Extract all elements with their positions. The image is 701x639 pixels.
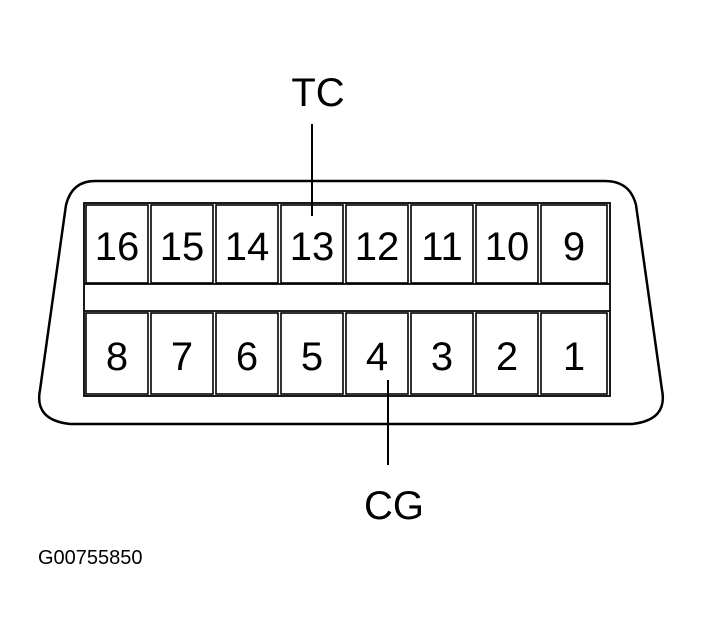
pin-box-5	[280, 312, 344, 395]
pin-label-5: 5	[301, 335, 323, 379]
pin-box-14	[215, 204, 279, 284]
pin-box-11	[410, 204, 474, 284]
pin-box-13	[280, 204, 344, 284]
pin-box-6	[215, 312, 279, 395]
pin-label-15: 15	[160, 225, 205, 269]
pin-box-15	[150, 204, 214, 284]
pin-label-4: 4	[366, 335, 388, 379]
bottom-row-pins: 8 7 6 5 4 3 2 1	[85, 312, 608, 395]
pin-box-12	[345, 204, 409, 284]
pin-box-2	[475, 312, 539, 395]
pin-box-1	[540, 312, 608, 395]
pin-label-6: 6	[236, 335, 258, 379]
pin-box-9	[540, 204, 608, 284]
pin-label-1: 1	[563, 335, 585, 379]
pin-label-3: 3	[431, 335, 453, 379]
pin-box-3	[410, 312, 474, 395]
pin-label-2: 2	[496, 335, 518, 379]
pin-box-8	[85, 312, 149, 395]
pin-label-8: 8	[106, 335, 128, 379]
pin-label-12: 12	[355, 225, 400, 269]
pin-box-4	[345, 312, 409, 395]
pin-box-7	[150, 312, 214, 395]
figure-id: G00755850	[38, 547, 143, 569]
pin-label-16: 16	[95, 225, 140, 269]
pin-label-9: 9	[563, 225, 585, 269]
pin-label-13: 13	[290, 225, 335, 269]
pin-label-10: 10	[485, 225, 530, 269]
pin-label-7: 7	[171, 335, 193, 379]
pin-box-16	[85, 204, 149, 284]
cg-label: CG	[364, 484, 424, 528]
tc-label: TC	[291, 71, 344, 115]
pin-label-11: 11	[421, 225, 463, 269]
top-row-pins: 16 15 14 13 12 11 10 9	[85, 204, 608, 284]
pin-label-14: 14	[225, 225, 270, 269]
pin-box-10	[475, 204, 539, 284]
